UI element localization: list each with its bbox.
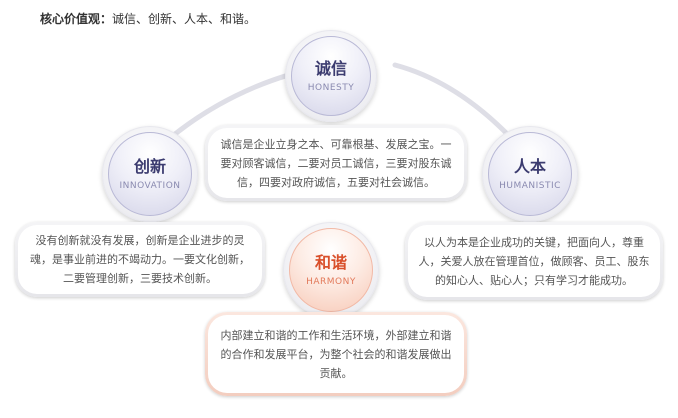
humanistic-title: 人本 <box>513 157 546 176</box>
harmony-description: 内部建立和谐的工作和生活环境，外部建立和谐的合作和发展平台，为整个社会的和谐发展… <box>220 328 452 380</box>
innovation-subtitle: INNOVATION <box>119 181 181 191</box>
humanistic-description: 以人为本是企业成功的关键，把面向人，尊重人，关爱人放在管理首位，做顾客、员工、股… <box>418 235 650 287</box>
humanistic-circle: 人本 HUMANISTIC <box>482 126 578 222</box>
harmony-description-box: 内部建立和谐的工作和生活环境，外部建立和谐的合作和发展平台，为整个社会的和谐发展… <box>205 312 467 396</box>
core-values-label: 核心价值观： <box>40 12 113 26</box>
humanistic-description-box: 以人为本是企业成功的关键，把面向人，尊重人，关爱人放在管理首位，做顾客、员工、股… <box>405 222 663 300</box>
honesty-description-box: 诚信是企业立身之本、可靠根基、发展之宝。一要对顾客诚信，二要对员工诚信，三要对股… <box>205 125 467 201</box>
harmony-title: 和谐 <box>314 253 347 272</box>
innovation-description: 没有创新就没有发展，创新是企业进步的灵魂，是事业前进的不竭动力。一要文化创新，二… <box>30 234 250 285</box>
innovation-circle: 创新 INNOVATION <box>102 126 198 222</box>
innovation-description-box: 没有创新就没有发展，创新是企业进步的灵魂，是事业前进的不竭动力。一要文化创新，二… <box>15 222 265 297</box>
humanistic-subtitle: HUMANISTIC <box>499 181 561 191</box>
honesty-subtitle: HONESTY <box>307 83 355 93</box>
honesty-circle: 诚信 HONESTY <box>285 30 377 122</box>
core-values-list: 诚信、创新、人本、和谐。 <box>112 12 257 26</box>
honesty-description: 诚信是企业立身之本、可靠根基、发展之宝。一要对顾客诚信，二要对员工诚信，三要对股… <box>220 137 452 189</box>
harmony-circle: 和谐 HARMONY <box>283 222 379 318</box>
honesty-title: 诚信 <box>314 59 347 78</box>
innovation-title: 创新 <box>133 157 166 176</box>
harmony-subtitle: HARMONY <box>306 277 356 287</box>
core-values-heading: 核心价值观：诚信、创新、人本、和谐。 <box>40 10 256 27</box>
